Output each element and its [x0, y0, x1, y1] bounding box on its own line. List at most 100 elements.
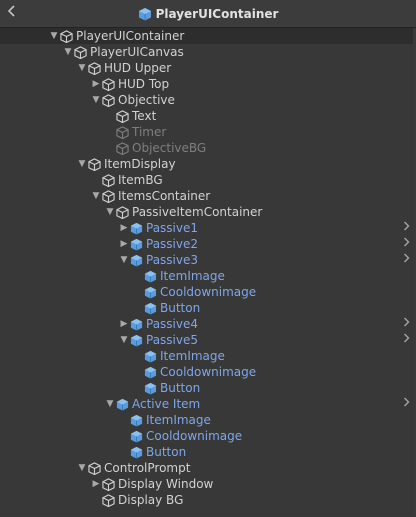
tree-row[interactable]: ▶Display Window: [0, 476, 416, 492]
open-prefab-chevron-icon[interactable]: [403, 332, 410, 348]
collapse-arrow-icon[interactable]: ▶: [120, 239, 128, 249]
tree-row[interactable]: ▶Timer: [0, 124, 416, 140]
scrollbar[interactable]: [413, 28, 416, 517]
selected-row-highlight: [0, 28, 416, 44]
tree-row[interactable]: ▼ ItemDisplay: [0, 156, 416, 172]
tree-row[interactable]: ▶Button: [0, 380, 416, 396]
gameobject-cube-icon: [102, 76, 116, 92]
header-title: PlayerUIContainer: [155, 7, 279, 21]
collapse-arrow-icon[interactable]: ▶: [92, 479, 100, 489]
tree-row[interactable]: ▶Cooldownimage: [0, 428, 416, 444]
tree-row[interactable]: ▶ Passive2: [0, 236, 416, 252]
tree-row-label: HUD Top: [118, 77, 170, 91]
tree-row-label: ControlPrompt: [104, 461, 191, 475]
gameobject-cube-icon: [88, 60, 102, 76]
tree-row-label: Cooldownimage: [160, 365, 257, 379]
expand-arrow-icon[interactable]: ▼: [92, 95, 100, 105]
prefab-cube-icon: [130, 252, 144, 268]
tree-row-label: HUD Upper: [104, 61, 172, 75]
tree-row[interactable]: ▶Passive1: [0, 220, 416, 236]
prefab-cube-icon: [130, 220, 144, 236]
gameobject-cube-icon: [88, 156, 102, 172]
prefab-cube-icon: [116, 396, 130, 412]
tree-row[interactable]: ▶ItemImage: [0, 348, 416, 364]
tree-row[interactable]: ▼ Active Item: [0, 396, 416, 412]
back-button[interactable]: [4, 5, 20, 21]
expand-arrow-icon[interactable]: ▼: [78, 63, 86, 73]
tree-row[interactable]: ▼ ControlPrompt: [0, 460, 416, 476]
tree-row-label: Display BG: [118, 493, 184, 507]
tree-row-label: Passive3: [146, 253, 199, 267]
gameobject-cube-icon: [102, 492, 116, 508]
prefab-title: PlayerUIContainer: [0, 5, 416, 23]
tree-row[interactable]: ▶Cooldownimage: [0, 364, 416, 380]
tree-row-label: ItemImage: [146, 413, 211, 427]
tree-row-label: PassiveItemContainer: [132, 205, 263, 219]
expand-arrow-icon[interactable]: ▼: [106, 207, 114, 217]
expand-arrow-icon[interactable]: ▼: [120, 255, 128, 265]
prefab-cube-icon: [144, 364, 158, 380]
prefab-cube-icon: [144, 300, 158, 316]
collapse-arrow-icon[interactable]: ▶: [92, 79, 100, 89]
gameobject-cube-icon: [102, 172, 116, 188]
gameobject-cube-icon: [116, 140, 130, 156]
prefab-cube-icon: [144, 284, 158, 300]
tree-row[interactable]: ▼Objective: [0, 92, 416, 108]
expand-arrow-icon[interactable]: ▼: [106, 399, 114, 409]
collapse-arrow-icon[interactable]: ▶: [120, 319, 128, 329]
gameobject-cube-icon: [102, 476, 116, 492]
tree-row[interactable]: ▶Cooldownimage: [0, 284, 416, 300]
expand-arrow-icon[interactable]: ▼: [78, 463, 86, 473]
tree-row[interactable]: ▶Display BG: [0, 492, 416, 508]
prefab-cube-icon: [130, 316, 144, 332]
gameobject-cube-icon: [88, 460, 102, 476]
tree-row[interactable]: ▼ItemsContainer: [0, 188, 416, 204]
prefab-cube-icon: [130, 444, 144, 460]
tree-row[interactable]: ▶Button: [0, 444, 416, 460]
open-prefab-chevron-icon[interactable]: [403, 220, 410, 236]
tree-row[interactable]: ▶Passive4: [0, 316, 416, 332]
tree-row[interactable]: ▼ Passive3: [0, 252, 416, 268]
open-prefab-chevron-icon[interactable]: [403, 252, 410, 268]
gameobject-cube-icon: [102, 92, 116, 108]
tree-row-label: ObjectiveBG: [132, 141, 207, 155]
tree-row-label: Button: [160, 381, 201, 395]
tree-row[interactable]: ▶ItemImage: [0, 412, 416, 428]
chevron-left-icon: [7, 5, 15, 17]
tree-row[interactable]: ▼ HUD Upper: [0, 60, 416, 76]
prefab-cube-icon: [144, 380, 158, 396]
tree-row[interactable]: ▼ PassiveItemContainer: [0, 204, 416, 220]
tree-row-label: Cooldownimage: [146, 429, 243, 443]
tree-row[interactable]: ▼ PlayerUIContainer: [0, 28, 416, 44]
tree-row[interactable]: ▶Button: [0, 300, 416, 316]
tree-row-label: PlayerUICanvas: [90, 45, 184, 59]
tree-row[interactable]: ▼Passive5: [0, 332, 416, 348]
expand-arrow-icon[interactable]: ▼: [50, 31, 58, 41]
prefab-cube-icon: [130, 236, 144, 252]
tree-row-label: ItemDisplay: [104, 157, 176, 171]
prefab-cube-icon: [130, 332, 144, 348]
open-prefab-chevron-icon[interactable]: [403, 396, 410, 412]
tree-row[interactable]: ▶ HUD Top: [0, 76, 416, 92]
gameobject-cube-icon: [102, 188, 116, 204]
tree-row-label: Text: [132, 109, 157, 123]
open-prefab-chevron-icon[interactable]: [403, 236, 410, 252]
tree-row-label: Passive2: [146, 237, 199, 251]
tree-row[interactable]: ▶ItemImage: [0, 268, 416, 284]
open-prefab-chevron-icon[interactable]: [403, 316, 410, 332]
expand-arrow-icon[interactable]: ▼: [92, 191, 100, 201]
prefab-cube-icon: [144, 348, 158, 364]
tree-row-label: PlayerUIContainer: [76, 29, 185, 43]
tree-row-label: Active Item: [132, 397, 201, 411]
expand-arrow-icon[interactable]: ▼: [64, 47, 72, 57]
tree-row[interactable]: ▶ObjectiveBG: [0, 140, 416, 156]
tree-row-label: Button: [160, 301, 201, 315]
tree-row[interactable]: ▼ PlayerUICanvas: [0, 44, 416, 60]
tree-row[interactable]: ▶ItemBG: [0, 172, 416, 188]
tree-row[interactable]: ▶Text: [0, 108, 416, 124]
gameobject-cube-icon: [74, 44, 88, 60]
expand-arrow-icon[interactable]: ▼: [78, 159, 86, 169]
expand-arrow-icon[interactable]: ▼: [120, 335, 128, 345]
collapse-arrow-icon[interactable]: ▶: [120, 223, 128, 233]
tree-row-label: Timer: [132, 125, 167, 139]
